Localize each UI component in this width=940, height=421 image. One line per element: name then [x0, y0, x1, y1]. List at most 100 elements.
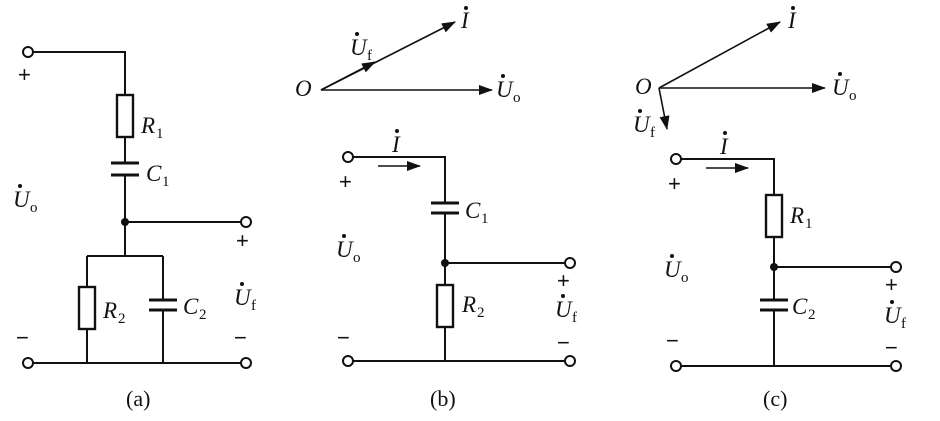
svg-text:U: U: [336, 237, 354, 262]
b-label-r2: R 2: [461, 292, 485, 321]
c-phasor-uo-label: U o: [832, 72, 857, 104]
c-junction-node: [770, 263, 778, 271]
b-minus-in: −: [337, 325, 350, 350]
a-label-r2: R 2: [102, 298, 126, 327]
svg-text:o: o: [353, 250, 361, 266]
svg-text:U: U: [884, 303, 902, 328]
c-caption: (c): [763, 386, 787, 411]
svg-text:C: C: [146, 161, 162, 186]
b-output-terminal-top: [564, 257, 576, 269]
svg-text:2: 2: [118, 311, 126, 327]
a-resistor-r2: [77, 285, 97, 331]
svg-text:R: R: [102, 298, 117, 323]
svg-text:U: U: [350, 35, 368, 60]
svg-text:R: R: [789, 203, 804, 228]
svg-text:1: 1: [481, 211, 489, 227]
c-label-input-voltage: U o: [664, 254, 689, 286]
a-label-input-voltage: U o: [13, 184, 38, 216]
svg-text:f: f: [251, 298, 256, 314]
svg-text:C: C: [792, 294, 808, 319]
c-phasor-i-arrow: [658, 21, 781, 89]
a-minus-out: −: [234, 325, 247, 350]
c-phasor-uf-label: U f: [633, 109, 655, 141]
a-input-terminal-bottom: [22, 357, 34, 369]
svg-text:I: I: [460, 8, 470, 33]
a-junction-node: [121, 218, 129, 226]
c-label-r1: R 1: [789, 203, 813, 232]
svg-text:U: U: [555, 297, 573, 322]
b-label-c1: C 1: [465, 198, 489, 227]
c-minus-out: −: [885, 335, 898, 360]
b-phasor-uf-label: U f: [350, 32, 372, 64]
figure-c: O I U o U f + − + −: [633, 6, 906, 411]
b-phasor-uo-label: U o: [496, 74, 521, 106]
c-input-terminal-top: [670, 153, 682, 165]
b-phasor-uf-arrow: [320, 61, 376, 91]
svg-text:2: 2: [199, 307, 207, 323]
b-input-terminal-bottom: [342, 355, 354, 367]
a-resistor-r1: [115, 93, 135, 139]
c-top-wire: [676, 158, 775, 195]
b-current-label: I: [391, 129, 401, 157]
c-phasor-i-label: I: [787, 6, 797, 33]
svg-text:1: 1: [156, 126, 164, 142]
a-output-terminal-bottom: [240, 357, 252, 369]
a-label-c1: C 1: [146, 161, 170, 190]
svg-text:o: o: [681, 270, 689, 286]
svg-text:C: C: [465, 198, 481, 223]
svg-text:U: U: [234, 285, 252, 310]
svg-text:o: o: [513, 90, 521, 106]
svg-text:U: U: [496, 77, 514, 102]
c-minus-in: −: [666, 328, 679, 353]
b-resistor-r2: [435, 283, 455, 329]
svg-text:f: f: [901, 316, 906, 332]
b-minus-out: −: [557, 330, 570, 355]
b-plus-in: +: [339, 169, 352, 194]
svg-text:1: 1: [805, 216, 813, 232]
c-current-label: I: [719, 131, 729, 159]
b-input-terminal-top: [342, 151, 354, 163]
a-plus-out: +: [236, 228, 249, 253]
b-origin-label: O: [295, 76, 312, 101]
svg-text:1: 1: [162, 174, 170, 190]
c-plus-in: +: [668, 171, 681, 196]
b-label-input-voltage: U o: [336, 234, 361, 266]
a-label-output-voltage: U f: [234, 282, 256, 314]
svg-text:2: 2: [477, 305, 485, 321]
b-phasor-i-label: I: [460, 6, 470, 33]
a-top-wire: [28, 51, 126, 95]
svg-text:C: C: [183, 294, 199, 319]
svg-text:2: 2: [808, 307, 816, 323]
b-junction-node: [441, 259, 449, 267]
svg-text:U: U: [664, 257, 682, 282]
svg-text:f: f: [367, 48, 372, 64]
b-label-output-voltage: U f: [555, 294, 577, 326]
svg-text:I: I: [391, 132, 401, 157]
svg-text:R: R: [461, 292, 476, 317]
figure-a: + − + − R 1 C 1 R 2 C 2 U o U f (a): [13, 46, 256, 411]
c-output-terminal-top: [890, 261, 902, 273]
c-label-c2: C 2: [792, 294, 816, 323]
svg-text:o: o: [30, 200, 38, 216]
a-label-r1: R 1: [140, 113, 164, 142]
b-output-terminal-bottom: [564, 355, 576, 367]
b-caption: (b): [430, 386, 456, 411]
svg-text:U: U: [13, 187, 31, 212]
figure-b: O U f I U o + − + −: [295, 6, 577, 411]
c-label-output-voltage: U f: [884, 300, 906, 332]
a-minus-in: −: [16, 325, 29, 350]
c-phasor-uf-arrow: [658, 87, 670, 130]
a-input-terminal-top: [22, 46, 34, 58]
b-top-wire: [348, 156, 446, 203]
svg-text:U: U: [832, 75, 850, 100]
svg-text:R: R: [140, 113, 155, 138]
svg-text:f: f: [650, 125, 655, 141]
a-label-c2: C 2: [183, 294, 207, 323]
svg-text:I: I: [719, 134, 729, 159]
c-origin-label: O: [635, 74, 652, 99]
a-plus-in: +: [18, 62, 31, 87]
c-resistor-r1: [764, 193, 784, 239]
svg-text:U: U: [633, 112, 651, 137]
b-plus-out: +: [557, 268, 570, 293]
a-caption: (a): [126, 386, 150, 411]
